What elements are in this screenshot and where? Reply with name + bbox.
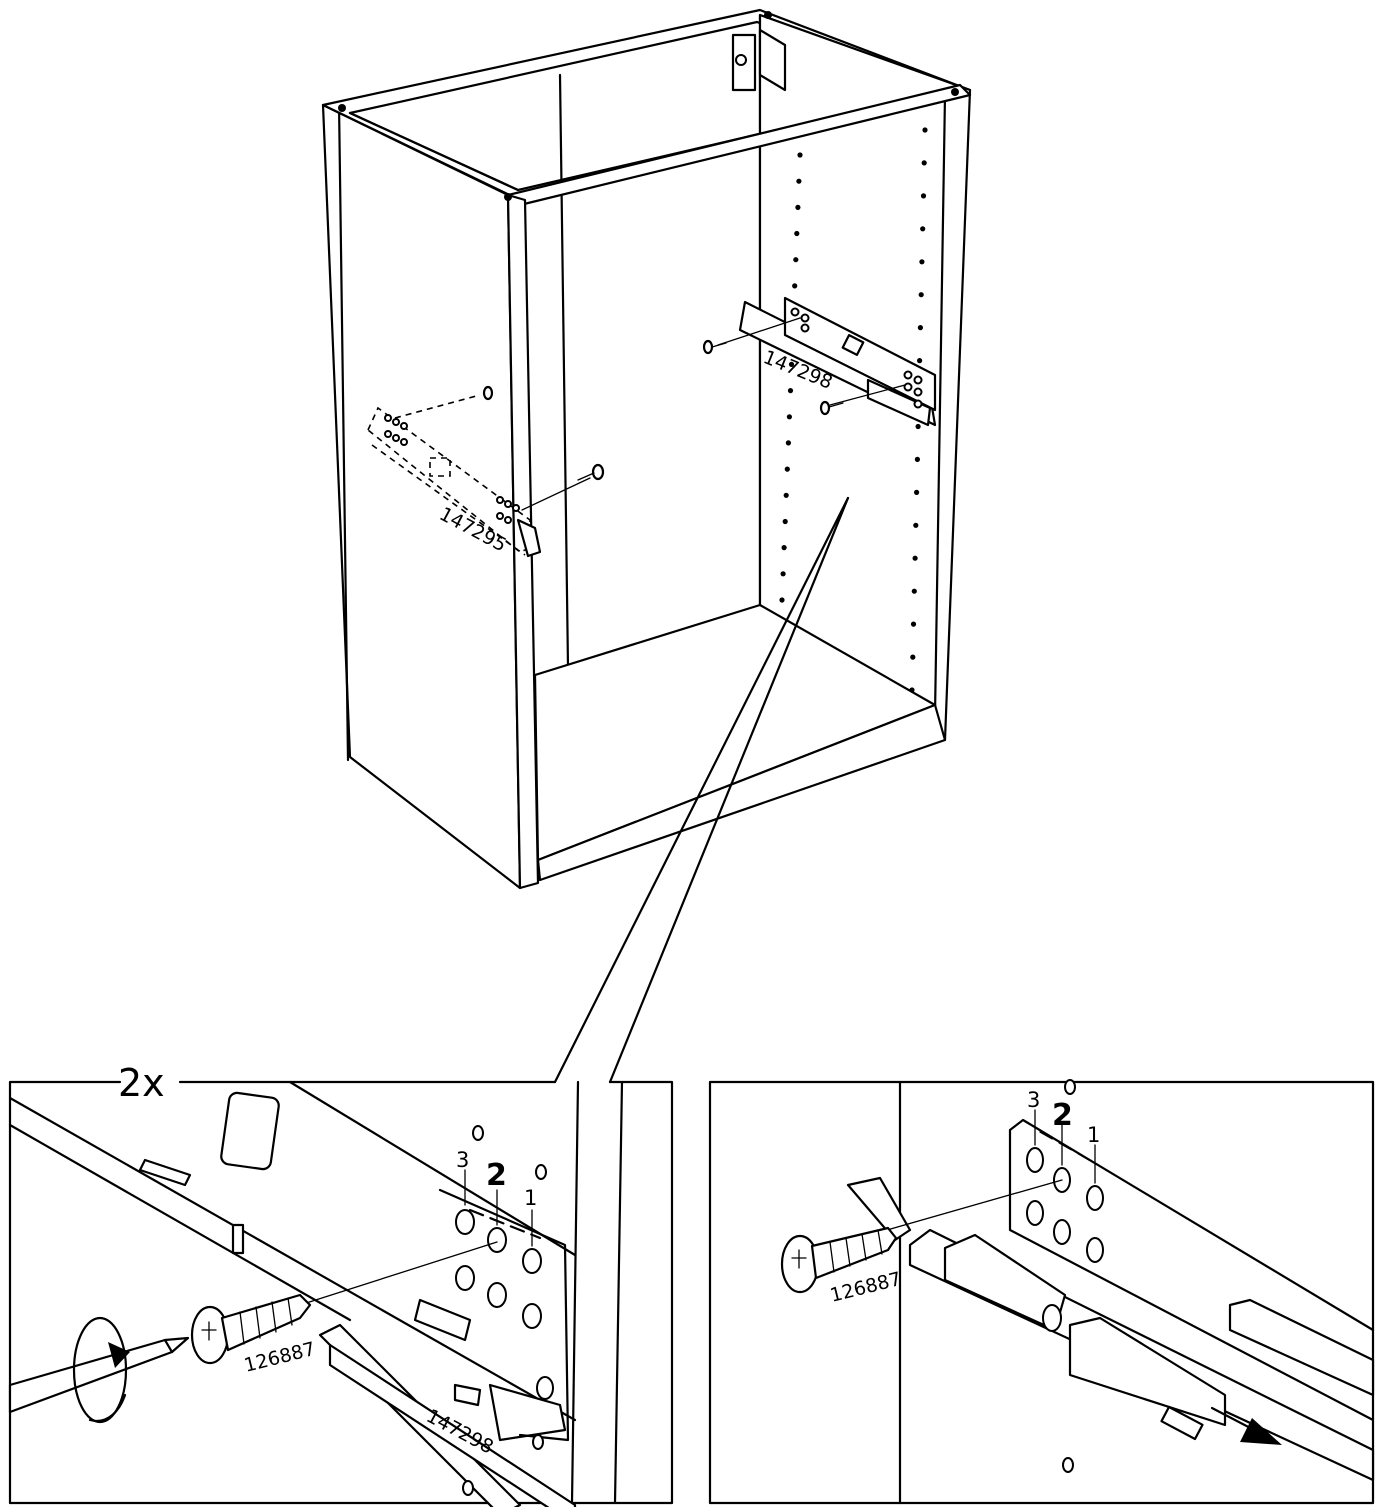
hole-position-1: 1: [524, 1186, 537, 1210]
hole-position-3: 3: [456, 1148, 469, 1172]
shelf-pin-hole: [780, 571, 786, 577]
screw-part-number-right: 126887: [828, 1268, 904, 1307]
zoom-callout-lines: [553, 496, 850, 1084]
clockwise-rotation-icon: [72, 1316, 130, 1424]
shelf-pin-hole: [787, 388, 794, 394]
shelf-pin-hole: [909, 687, 915, 693]
cabinet-frame: [321, 8, 972, 890]
shelf-pin-hole: [786, 414, 793, 420]
shelf-pin-hole: [783, 492, 789, 498]
shelf-pin-hole: [912, 555, 918, 561]
shelf-pin-hole: [918, 292, 924, 298]
detail-panel-left: 2x: [8, 1061, 674, 1507]
shelf-pin-hole: [914, 456, 921, 462]
screw-icon: [819, 400, 844, 416]
shelf-pin-hole: [917, 325, 924, 331]
hole-position-2: 2: [486, 1158, 507, 1193]
shelf-pin-hole: [796, 178, 802, 184]
hole-position-3-right: 3: [1027, 1088, 1040, 1112]
screw-icon: [577, 463, 605, 481]
shelf-pin-hole: [793, 257, 799, 263]
shelf-pin-hole: [795, 204, 801, 210]
right-rail-mount-holes: [790, 307, 923, 409]
quantity-label: 2x: [118, 1061, 165, 1105]
hole-position-2-right: 2: [1052, 1098, 1073, 1133]
screwdriver-icon: [8, 1336, 190, 1414]
shelf-pin-hole: [910, 621, 917, 627]
mounting-plate-holes: [1026, 1079, 1104, 1473]
shelf-pin-hole: [920, 193, 927, 199]
shelf-pin-hole: [794, 230, 800, 237]
shelf-pin-hole: [782, 518, 788, 525]
screw-icon: [482, 385, 494, 401]
screw-icon: [702, 339, 727, 355]
detail-panel-right: 3 2 1 126887: [708, 1079, 1375, 1505]
shelf-pin-hole: [910, 654, 916, 660]
arrow-right-icon: [1210, 1406, 1282, 1445]
left-rail-mount-holes: [384, 414, 520, 524]
shelf-pin-hole: [784, 466, 790, 472]
shelf-pin-hole: [914, 489, 920, 495]
shelf-pin-hole: [919, 259, 925, 265]
shelf-pin-hole: [917, 358, 923, 364]
screw-icon: [190, 1293, 312, 1365]
shelf-pin-hole: [797, 152, 803, 158]
mounting-plate-holes: [455, 1125, 554, 1496]
shelf-pin-hole: [913, 522, 919, 528]
shelf-pin-hole: [920, 226, 926, 232]
shelf-pin-hole: [915, 423, 921, 430]
shelf-pin-hole: [788, 361, 795, 367]
shelf-pin-hole: [779, 597, 785, 603]
shelf-pin-hole: [922, 127, 928, 133]
shelf-pin-hole: [792, 283, 798, 289]
screw-icon: [780, 1226, 898, 1294]
shelf-pin-hole: [921, 160, 927, 166]
shelf-pin-hole: [781, 545, 787, 551]
shelf-pin-hole: [785, 440, 792, 446]
shelf-pin-hole: [911, 588, 917, 594]
hole-position-1-right: 1: [1087, 1123, 1100, 1147]
screw-part-number-left: 126887: [242, 1338, 318, 1377]
